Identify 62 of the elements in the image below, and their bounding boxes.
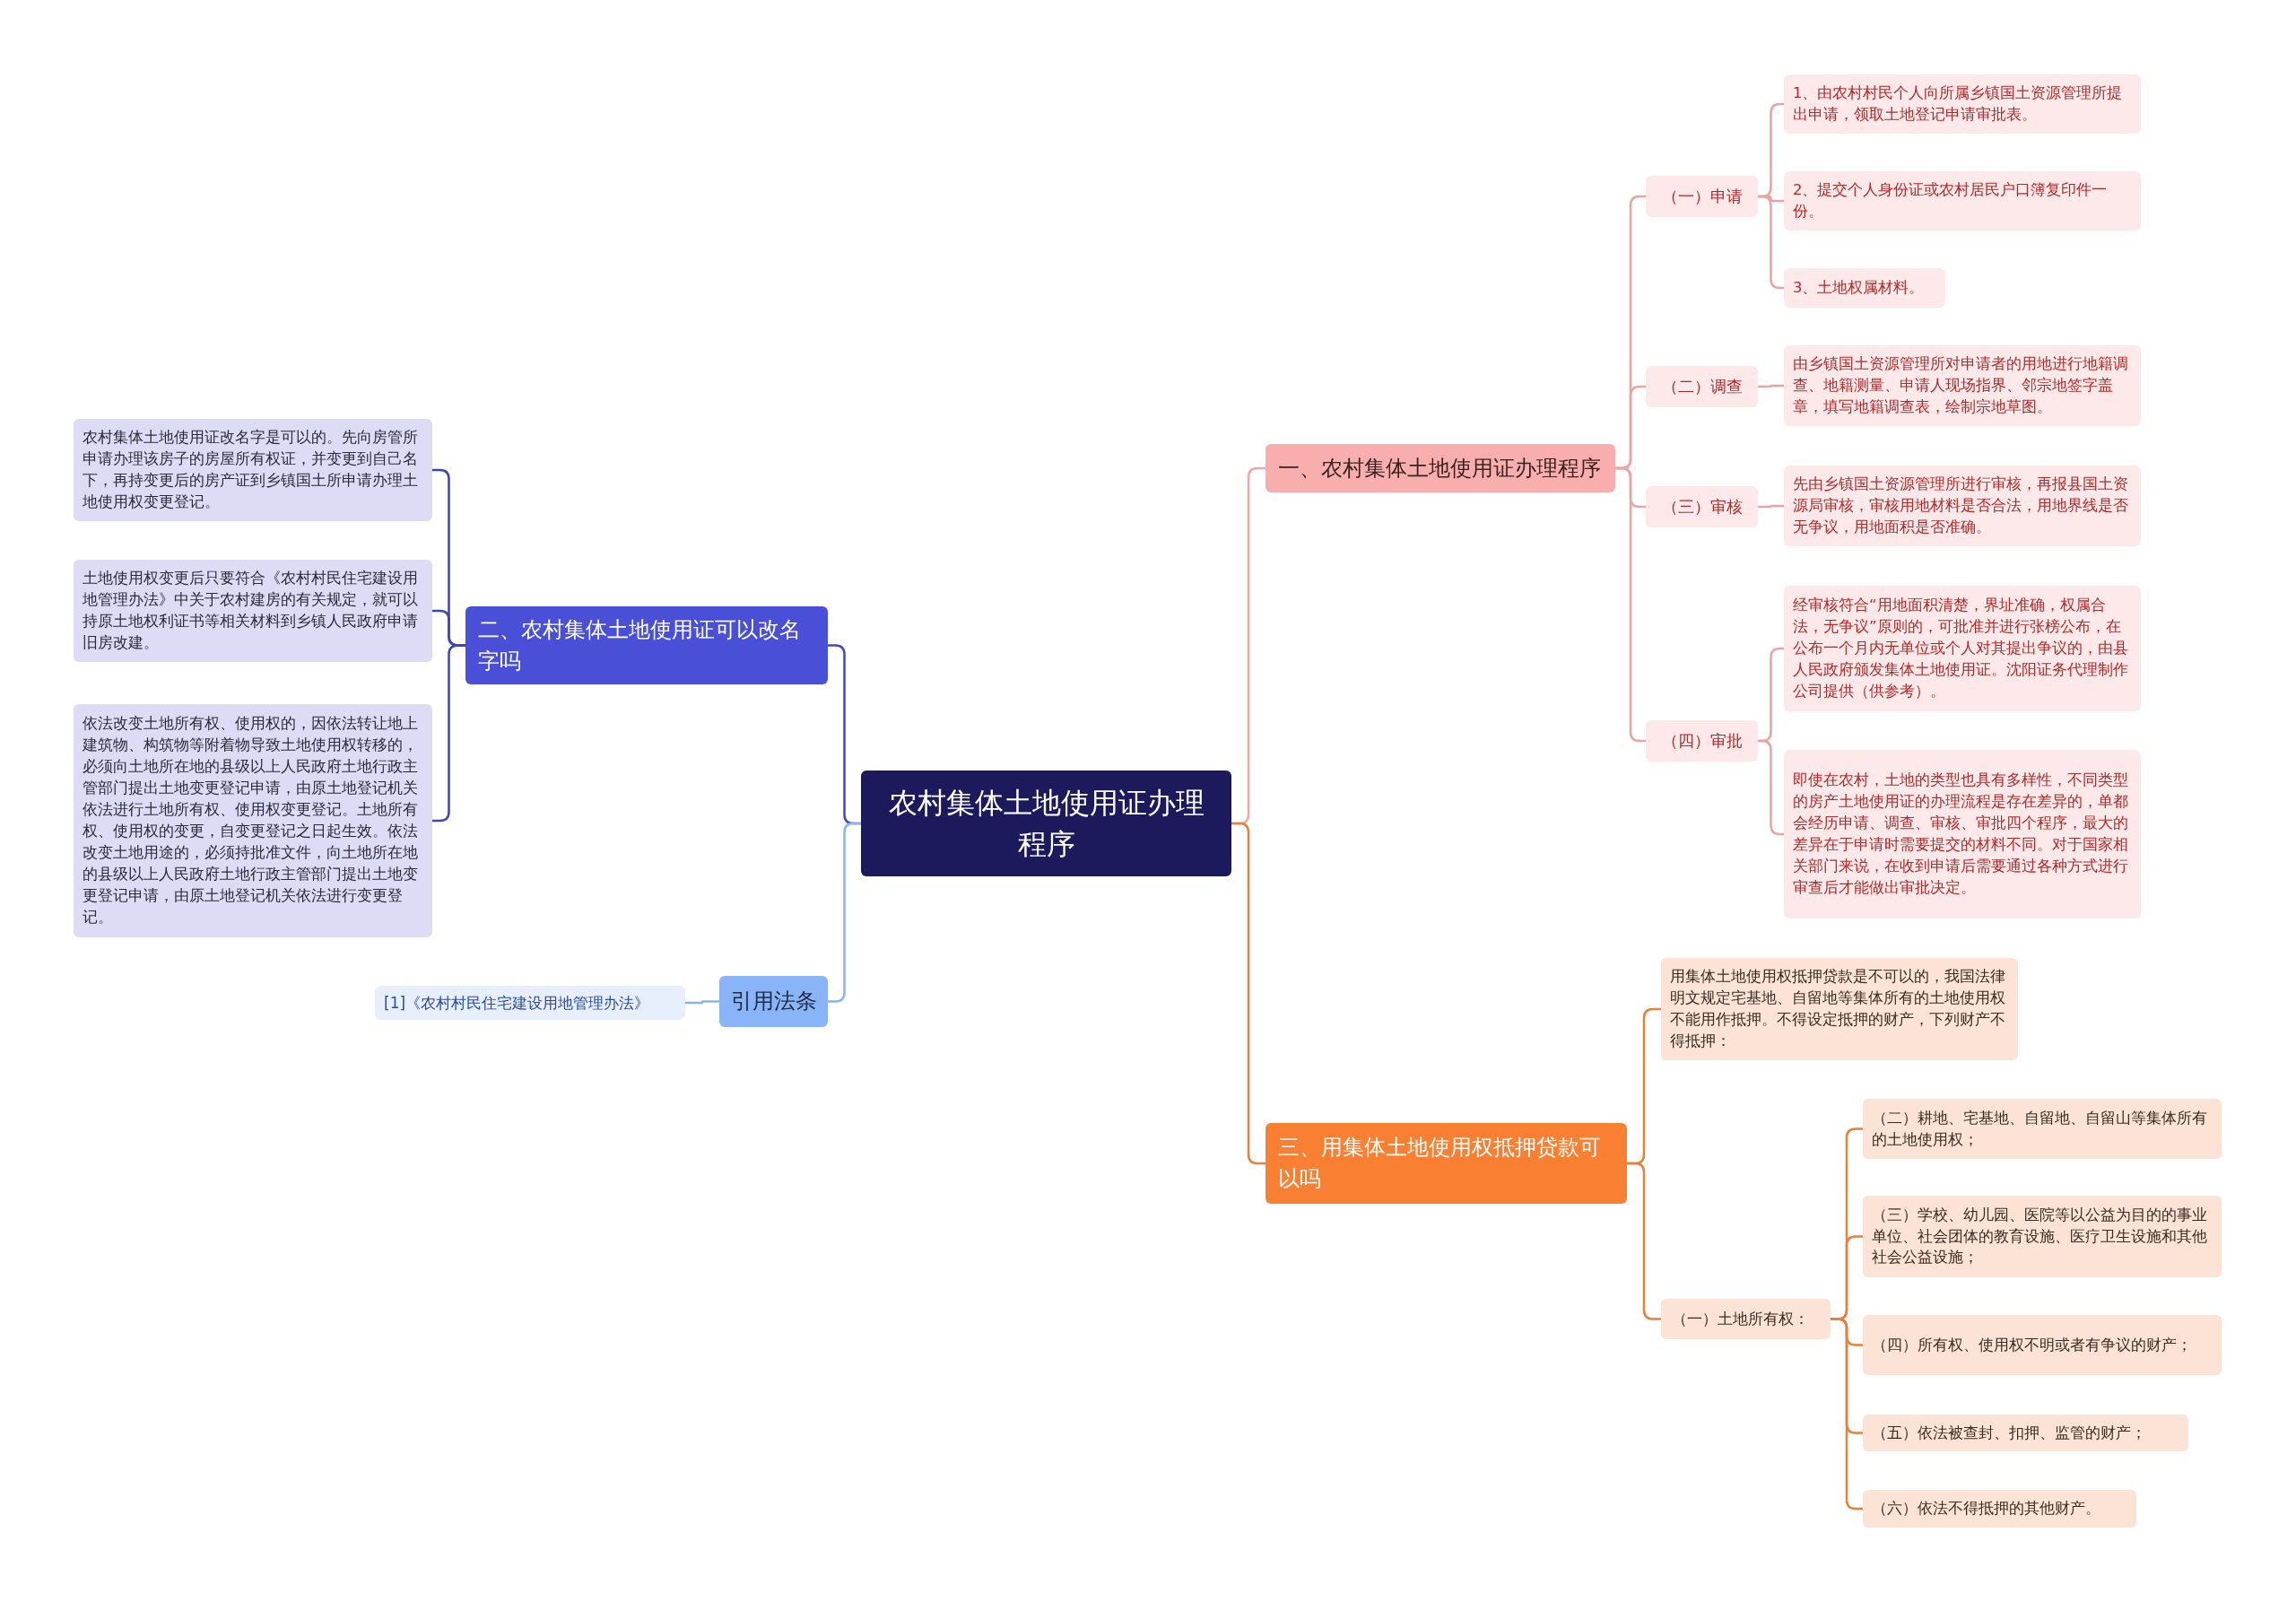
topic-text: （二）调查 [1660, 375, 1744, 397]
note-card [1784, 171, 2141, 231]
topic-text: （四）所有权、使用权不明或者有争议的财产； [1872, 1335, 2193, 1355]
subtopic [1646, 366, 1758, 407]
connector-line [1615, 466, 1646, 743]
subtopic [1661, 1299, 1831, 1339]
note-card [1863, 1099, 2222, 1159]
topic-text: 1、由农村村民个人向所属乡镇国土资源管理所提出申请，领取土地登记申请审批表。 [1793, 83, 2124, 125]
note-card [1863, 1315, 2222, 1375]
subtopic [1646, 720, 1758, 762]
topic-text: （二）耕地、宅基地、自留地、自留山等集体所有的土地使用权； [1872, 1108, 2208, 1150]
topic-text: 即使在农村，土地的类型也具有多样性，不同类型的房产土地使用证的办理流程是存在差异的，单都会经历申请、调查、审核、审批四个程序，最大的差异在于申请时需要提交的材料不同。对于国家相关部门来说，在收到申请后需要通过各种方式进行审查后才能做出审批决定。 [1793, 771, 2129, 898]
topic-text: （一）申请 [1660, 185, 1744, 207]
topic-text: （五）依法被查封、扣押、监管的财产； [1872, 1423, 2147, 1443]
topic-text: 一、农村集体土地使用证办理程序 [1278, 454, 1602, 483]
topic-text: 3、土地权属材料。 [1793, 278, 1926, 299]
connector-line [432, 644, 465, 823]
note-card [74, 560, 432, 662]
connector-line [1231, 822, 1265, 1165]
subtopic [1646, 176, 1758, 217]
note-card [74, 419, 432, 521]
connector-line [828, 822, 861, 1003]
topic-text: 三、用集体土地使用权抵押贷款可以吗 [1278, 1134, 1602, 1193]
reference-card [375, 986, 685, 1020]
topic-text: （三）学校、幼儿园、医院等以公益为目的的事业单位、社会团体的教育设施、医疗卫生设施和其他社会公益设施； [1872, 1205, 2208, 1268]
topic-text: （六）依法不得抵押的其他财产。 [1872, 1499, 2101, 1519]
topic-text: 二、农村集体土地使用证可以改名字吗 [478, 615, 802, 675]
note-card [1784, 750, 2141, 919]
topic-text: （四）审批 [1660, 729, 1744, 752]
note-card [1661, 958, 2018, 1060]
note-card [1784, 586, 2141, 711]
topic-text: 用集体土地使用权抵押贷款是不可以的，我国法律明文规定宅基地、自留地等集体所有的土地使用权不能用作抵押。不得设定抵押的财产，下列财产不得抵押： [1670, 967, 2006, 1051]
branch-topic [1265, 1123, 1627, 1204]
topic-text: 农村集体土地使用证办理程序 [887, 784, 1205, 863]
connector-line [1758, 504, 1784, 509]
topic-text: 土地使用权变更后只要符合《农村村民住宅建设用地管理办法》中关于农村建房的有关规定，就可以持原土地权利证书等相关材料到乡镇人民政府申请旧房改建。 [83, 569, 419, 653]
topic-text: 2、提交个人身份证或农村居民户口簿复印件一份。 [1793, 180, 2109, 222]
topic-text: 由乡镇国土资源管理所对申请者的用地进行地籍调查、地籍测量、申请人现场指界、邻宗地签字盖章，填写地籍调查表，绘制宗地草图。 [1793, 354, 2129, 417]
topic-text: [1]《农村村民住宅建设用地管理办法》 [384, 992, 651, 1014]
connector-line [1627, 1162, 1661, 1320]
note-card [1784, 268, 1945, 308]
branch-topic [465, 606, 828, 684]
connector-line [1758, 384, 1784, 388]
topic-text: 引用法条 [730, 988, 817, 1016]
branch-topic [719, 976, 828, 1027]
topic-text: 经审核符合“用地面积清楚，界址准确，权属合法，无争议”原则的，可批准并进行张榜公布，在公布一个月内无单位或个人对其提出争议的，由县人民政府颁发集体土地使用证。沈阳证务代理制作公司提供（供参考）。 [1793, 596, 2129, 701]
note-card [1784, 345, 2141, 426]
note-card [1863, 1415, 2188, 1451]
connector-line [685, 1000, 719, 1005]
note-card [1784, 466, 2141, 546]
root-topic [861, 771, 1231, 876]
branch-topic [1265, 444, 1615, 492]
note-card [1863, 1490, 2136, 1528]
note-card [1863, 1196, 2222, 1277]
topic-text: （三）审核 [1660, 495, 1744, 518]
connector-line [1831, 1318, 1863, 1511]
subtopic [1646, 486, 1758, 527]
topic-text: 依法改变土地所有权、使用权的，因依法转让地上建筑物、构筑物等附着物导致土地使用权转移的，必须向土地所在地的县级以上人民政府土地行政主管部门提出土地变更登记申请，由原土地登记机关依法进行土地所有权、使用权变更登记。土地所有权、使用权的变更，自变更登记之日起生效。依法改变土地用途的，必须持批准文件，向土地所在地的县级以上人民政府土地行政主管部门提出土地变更登记申请，由原土地登记机关依法进行变更登记。 [83, 714, 419, 927]
topic-text: 农村集体土地使用证改名字是可以的。先向房管所申请办理该房子的房屋所有权证，并变更到自己名下，再持变更后的房产证到乡镇国土所申请办理土地使用权变更登记。 [83, 428, 419, 512]
topic-text: 先由乡镇国土资源管理所进行审核，再报县国土资源局审核，审核用地材料是否合法，用地界线是否无争议，用地面积是否准确。 [1793, 475, 2129, 537]
topic-text: （一）土地所有权： [1672, 1309, 1810, 1330]
note-card [1784, 74, 2141, 134]
